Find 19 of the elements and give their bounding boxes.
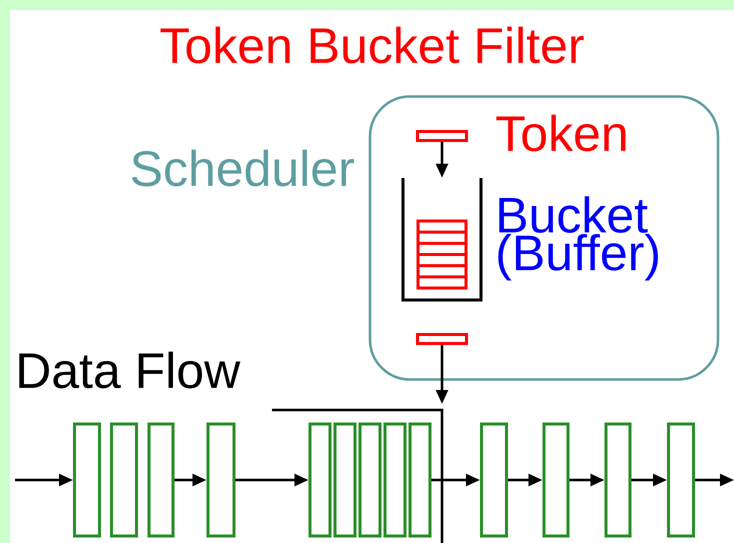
- token: [416, 333, 468, 345]
- packet: [408, 422, 432, 538]
- packet: [384, 422, 406, 538]
- packet: [308, 422, 332, 538]
- packet: [542, 422, 570, 538]
- packet: [480, 422, 508, 538]
- packet: [110, 422, 138, 538]
- label: Data Flow: [19, 352, 240, 388]
- label: Bucket (Buffer): [498, 196, 658, 280]
- title: Token Bucket Filter: [160, 26, 584, 64]
- packet: [73, 422, 101, 538]
- box-heading: Scheduler: [132, 150, 354, 186]
- packet: [358, 422, 382, 538]
- label: Token: [496, 114, 626, 152]
- packet: [667, 422, 695, 538]
- packet: [604, 422, 632, 538]
- packet: [206, 422, 236, 538]
- packet: [148, 422, 174, 538]
- packet: [334, 422, 356, 538]
